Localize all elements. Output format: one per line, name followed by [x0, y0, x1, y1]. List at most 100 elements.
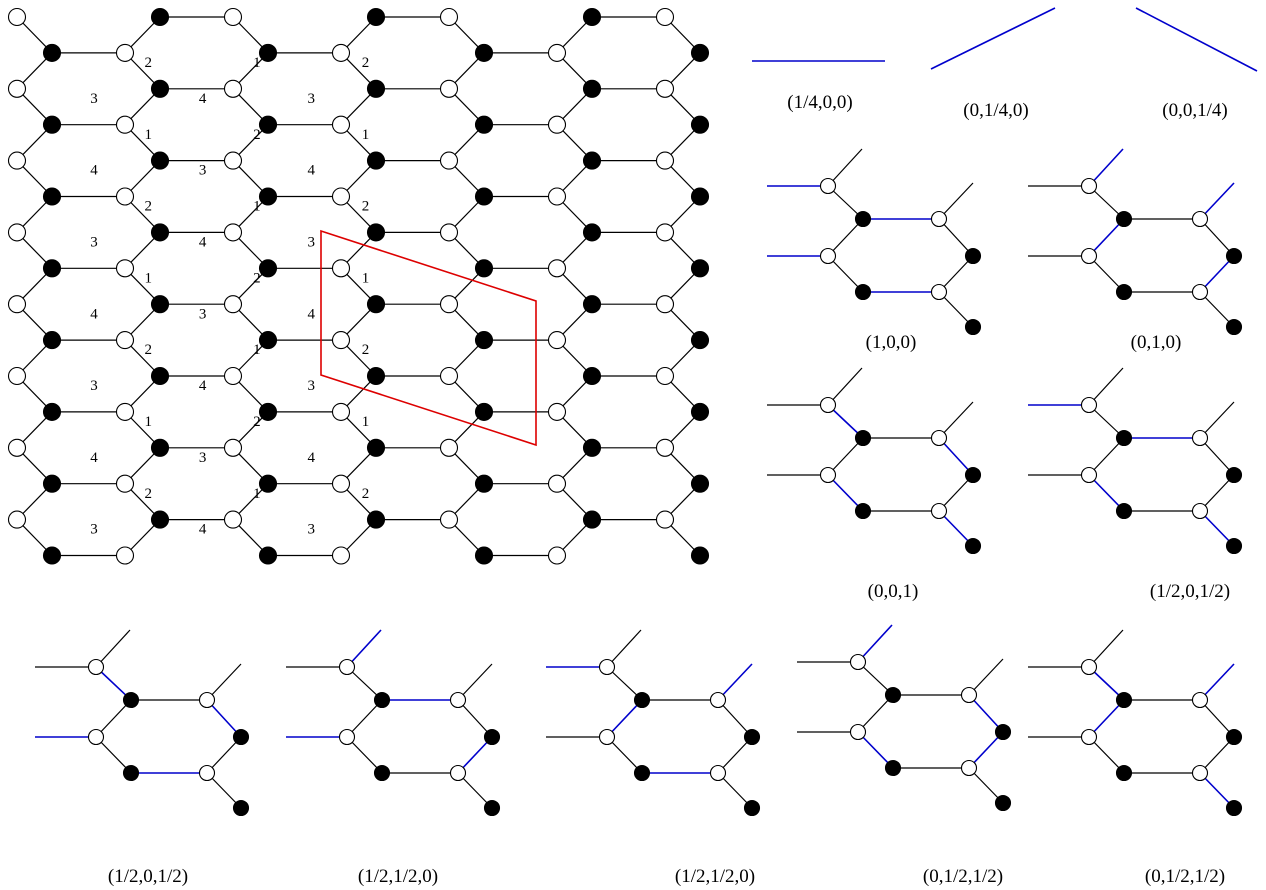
- black-vertex: [474, 187, 494, 206]
- dimer-edge: [606, 699, 643, 738]
- black-vertex: [150, 7, 170, 27]
- black-vertex: [42, 187, 62, 206]
- black-vertex: [743, 799, 761, 817]
- black-vertex: [1225, 537, 1243, 555]
- face-label: 1: [362, 127, 370, 143]
- white-vertex: [655, 438, 675, 457]
- black-vertex: [150, 223, 170, 242]
- falling-edge-sample: [1135, 7, 1258, 72]
- panel-edge: [346, 699, 383, 738]
- black-vertex: [366, 151, 386, 170]
- face-label: 4: [199, 91, 207, 107]
- black-vertex: [1225, 728, 1243, 746]
- black-vertex: [582, 151, 602, 170]
- face-label: 2: [362, 342, 370, 358]
- black-vertex: [366, 223, 386, 242]
- white-vertex: [7, 366, 27, 386]
- panel-edge: [1088, 437, 1125, 476]
- white-vertex: [331, 43, 351, 62]
- panel-edge: [1199, 218, 1235, 257]
- face-label: 4: [199, 378, 207, 394]
- black-vertex: [1115, 429, 1133, 447]
- panel-edge: [1088, 736, 1125, 774]
- white-vertex: [223, 438, 243, 457]
- face-label: 3: [90, 235, 98, 251]
- white-vertex: [1080, 466, 1098, 484]
- matching-panel: [1028, 629, 1243, 817]
- panel-edge: [827, 148, 863, 187]
- white-vertex: [331, 474, 351, 493]
- panel-edge: [606, 629, 642, 668]
- black-vertex: [258, 402, 278, 421]
- panel-edge: [938, 218, 974, 257]
- dimer-edge: [857, 624, 893, 663]
- white-vertex: [819, 247, 837, 265]
- white-vertex: [198, 764, 216, 782]
- face-label: 2: [145, 199, 153, 215]
- black-vertex: [582, 7, 602, 27]
- face-label: 3: [199, 450, 207, 466]
- dimer-edge: [1088, 474, 1125, 512]
- black-vertex: [1225, 247, 1243, 265]
- panel-edge: [1088, 255, 1125, 293]
- dimer-edge: [1199, 663, 1235, 701]
- white-vertex: [439, 510, 459, 529]
- single-edge-weights: (1/4,0,0) (0,1/4,0) (0,0,1/4): [752, 7, 1258, 121]
- white-vertex: [223, 7, 243, 27]
- panel-edge: [1199, 291, 1235, 328]
- black-vertex: [582, 79, 602, 98]
- panel-edge: [95, 699, 132, 738]
- black-vertex: [150, 79, 170, 98]
- face-label: 3: [199, 306, 207, 322]
- black-vertex: [854, 429, 872, 447]
- white-vertex: [849, 653, 867, 671]
- white-vertex: [1080, 177, 1098, 195]
- dimer-edge: [346, 629, 382, 668]
- white-vertex: [439, 79, 459, 98]
- white-vertex: [87, 728, 105, 746]
- white-vertex: [598, 728, 616, 746]
- black-vertex: [258, 331, 278, 350]
- matching-panel: [546, 629, 761, 817]
- dimer-edge: [938, 510, 974, 547]
- face-label: 1: [145, 127, 153, 143]
- panel-edge: [206, 663, 242, 701]
- matching-panel: [797, 624, 1012, 812]
- matching-caption: (0,1/2,1/2): [1145, 866, 1225, 887]
- dimer-edge: [968, 731, 1004, 769]
- face-label: 3: [307, 522, 315, 538]
- black-vertex: [690, 187, 710, 206]
- dimer-edge: [457, 736, 493, 774]
- black-vertex: [258, 115, 278, 134]
- panel-edge: [827, 367, 863, 406]
- face-label: 3: [307, 235, 315, 251]
- black-vertex: [690, 115, 710, 134]
- white-vertex: [1080, 247, 1098, 265]
- white-vertex: [439, 366, 459, 386]
- black-vertex: [258, 546, 278, 565]
- black-vertex: [150, 510, 170, 529]
- panel-edge: [206, 736, 242, 774]
- dimer-edge: [1199, 510, 1235, 547]
- panel-edge: [457, 772, 493, 809]
- white-vertex: [655, 7, 675, 27]
- white-vertex: [449, 691, 467, 709]
- black-vertex: [474, 115, 494, 134]
- fundamental-domain-matchings: [35, 148, 1243, 817]
- face-label: 4: [199, 522, 207, 538]
- face-label: 2: [362, 55, 370, 71]
- white-vertex: [331, 331, 351, 350]
- white-vertex: [655, 366, 675, 386]
- panel-edge: [827, 437, 864, 476]
- face-label: 4: [307, 163, 315, 179]
- black-vertex: [474, 331, 494, 350]
- white-vertex: [223, 510, 243, 529]
- white-vertex: [7, 223, 27, 242]
- matching-panel: [286, 629, 501, 817]
- black-vertex: [258, 474, 278, 493]
- black-vertex: [373, 764, 391, 782]
- panel-edge: [717, 772, 753, 809]
- black-vertex: [1115, 764, 1133, 782]
- white-vertex: [960, 686, 978, 704]
